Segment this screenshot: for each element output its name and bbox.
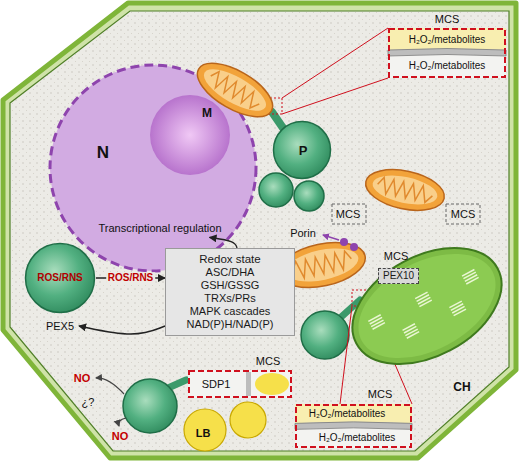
exchange-label: H₂O₂/metabolites xyxy=(319,432,396,444)
mitochondrion xyxy=(362,163,448,217)
peroxisome xyxy=(294,181,324,211)
porin-dot xyxy=(340,238,348,246)
redox-pair: MAPK cascades xyxy=(176,305,284,318)
exchange-label: H₂O₂/metabolites xyxy=(409,34,486,46)
nucleus: N Transcriptional regulation xyxy=(48,63,258,273)
chloroplast-outline xyxy=(345,240,510,375)
callout-ground xyxy=(188,370,292,398)
porin-pointer xyxy=(323,235,339,240)
mitochondrion-outer xyxy=(362,163,448,217)
no-release-arrow xyxy=(119,418,126,426)
peroxisome: ROS/RNSPEX5 xyxy=(24,242,96,314)
membrane-band xyxy=(246,372,251,396)
organelle-letter: M xyxy=(202,107,212,121)
organelle-letter: CH xyxy=(453,381,470,395)
lipid-body xyxy=(230,402,266,438)
mcs-callout: MCSH₂O₂/metabolitesH₂O₂/metabolites xyxy=(295,404,412,448)
process-label: Transcriptional regulation xyxy=(98,222,221,235)
contact-leader xyxy=(282,28,388,114)
mitochondrion: M xyxy=(185,62,280,122)
callout-heading: MCS xyxy=(435,13,459,26)
protein-label: PEX5 xyxy=(46,320,74,333)
peroxisome: P xyxy=(272,120,332,180)
lipid-body xyxy=(184,409,226,451)
mcs-callout: MCSH₂O₂/metabolitesH₂O₂/metabolites xyxy=(388,28,506,78)
chloroplast-stroma xyxy=(341,232,513,379)
redox-box: Redox stateASC/DHAGSH/GSSGTRXs/PRsMAPK c… xyxy=(165,248,295,336)
organelle-letter: N xyxy=(97,143,109,163)
mitochondrion-outline xyxy=(185,62,280,122)
organelle-letter: LB xyxy=(196,427,211,440)
callout-border xyxy=(296,405,411,447)
mitochondrion-inner xyxy=(370,170,440,209)
exchange-label: H₂O₂/metabolites xyxy=(309,408,386,420)
box-heading: Redox state xyxy=(176,253,284,266)
porin-dot xyxy=(350,243,358,251)
nucleus-outline xyxy=(48,63,258,273)
chloroplast xyxy=(333,224,520,387)
no-release-arrow xyxy=(96,378,124,394)
organelle-lumen xyxy=(388,28,506,50)
sdp1-callout: MCSSDP1 xyxy=(188,370,292,398)
protein-label: PEX10 xyxy=(383,270,414,282)
cristae xyxy=(376,176,434,203)
thylakoid-stack xyxy=(403,324,420,339)
signal-arrow xyxy=(79,326,165,334)
mcs-label: MCS xyxy=(384,250,408,263)
membrane-band xyxy=(295,422,412,430)
peroxisome xyxy=(301,311,349,359)
thylakoid-stack xyxy=(449,301,466,316)
mitochondrion-outer xyxy=(189,53,281,128)
peroxisome xyxy=(259,173,293,207)
thylakoid-stack xyxy=(462,269,479,284)
plasma-membrane xyxy=(10,11,509,451)
callout-heading: MCS xyxy=(256,355,280,368)
lipid-body: LB xyxy=(183,408,227,452)
cristae xyxy=(291,250,353,280)
species-label: ROS/RNS xyxy=(37,272,83,284)
redox-pair: GSH/GSSG xyxy=(176,279,284,292)
edge-label: ROS/RNS xyxy=(106,272,156,284)
molecule-label: NO xyxy=(112,430,129,443)
contact-site-box xyxy=(332,204,366,224)
cell-wall xyxy=(3,3,516,458)
cristae xyxy=(207,69,263,111)
thylakoid-stack xyxy=(368,315,385,330)
callout-ground xyxy=(388,28,506,78)
chloroplast-envelope xyxy=(333,224,520,387)
mcs-label: MCS xyxy=(451,208,475,221)
redox-pair: NAD(P)H/NAD(P) xyxy=(176,318,284,331)
peroxisome-membrane xyxy=(26,244,95,313)
callout-ground xyxy=(295,404,412,448)
lipid-body-part xyxy=(255,373,289,395)
nucleolus xyxy=(150,95,230,175)
unknown-mark: ¿? xyxy=(82,396,95,409)
redox-pair: ASC/DHA xyxy=(176,266,284,279)
chloroplast: CH xyxy=(345,240,510,375)
redox-pair: TRXs/PRs xyxy=(176,292,284,305)
mcs-label: MCS xyxy=(336,208,360,221)
contact-site-box xyxy=(446,204,480,224)
callout-border xyxy=(389,29,505,77)
molecule-label: NO xyxy=(74,372,91,385)
peroxisome xyxy=(123,379,177,433)
organelle-letter: P xyxy=(299,144,308,159)
thylakoid-stack xyxy=(415,292,432,307)
protein-label: Porin xyxy=(290,227,316,240)
peroxisome-tail xyxy=(168,380,186,388)
organelle-lumen xyxy=(295,404,412,423)
callout-border xyxy=(189,371,291,397)
protein-label: SDP1 xyxy=(202,378,231,391)
exchange-label: H₂O₂/metabolites xyxy=(409,60,486,72)
peroxisome-membrane xyxy=(274,122,331,179)
mitochondrion xyxy=(189,53,281,128)
callout-heading: MCS xyxy=(368,388,392,401)
pex10-box: PEX10 xyxy=(378,268,419,284)
membrane-band xyxy=(388,49,506,57)
